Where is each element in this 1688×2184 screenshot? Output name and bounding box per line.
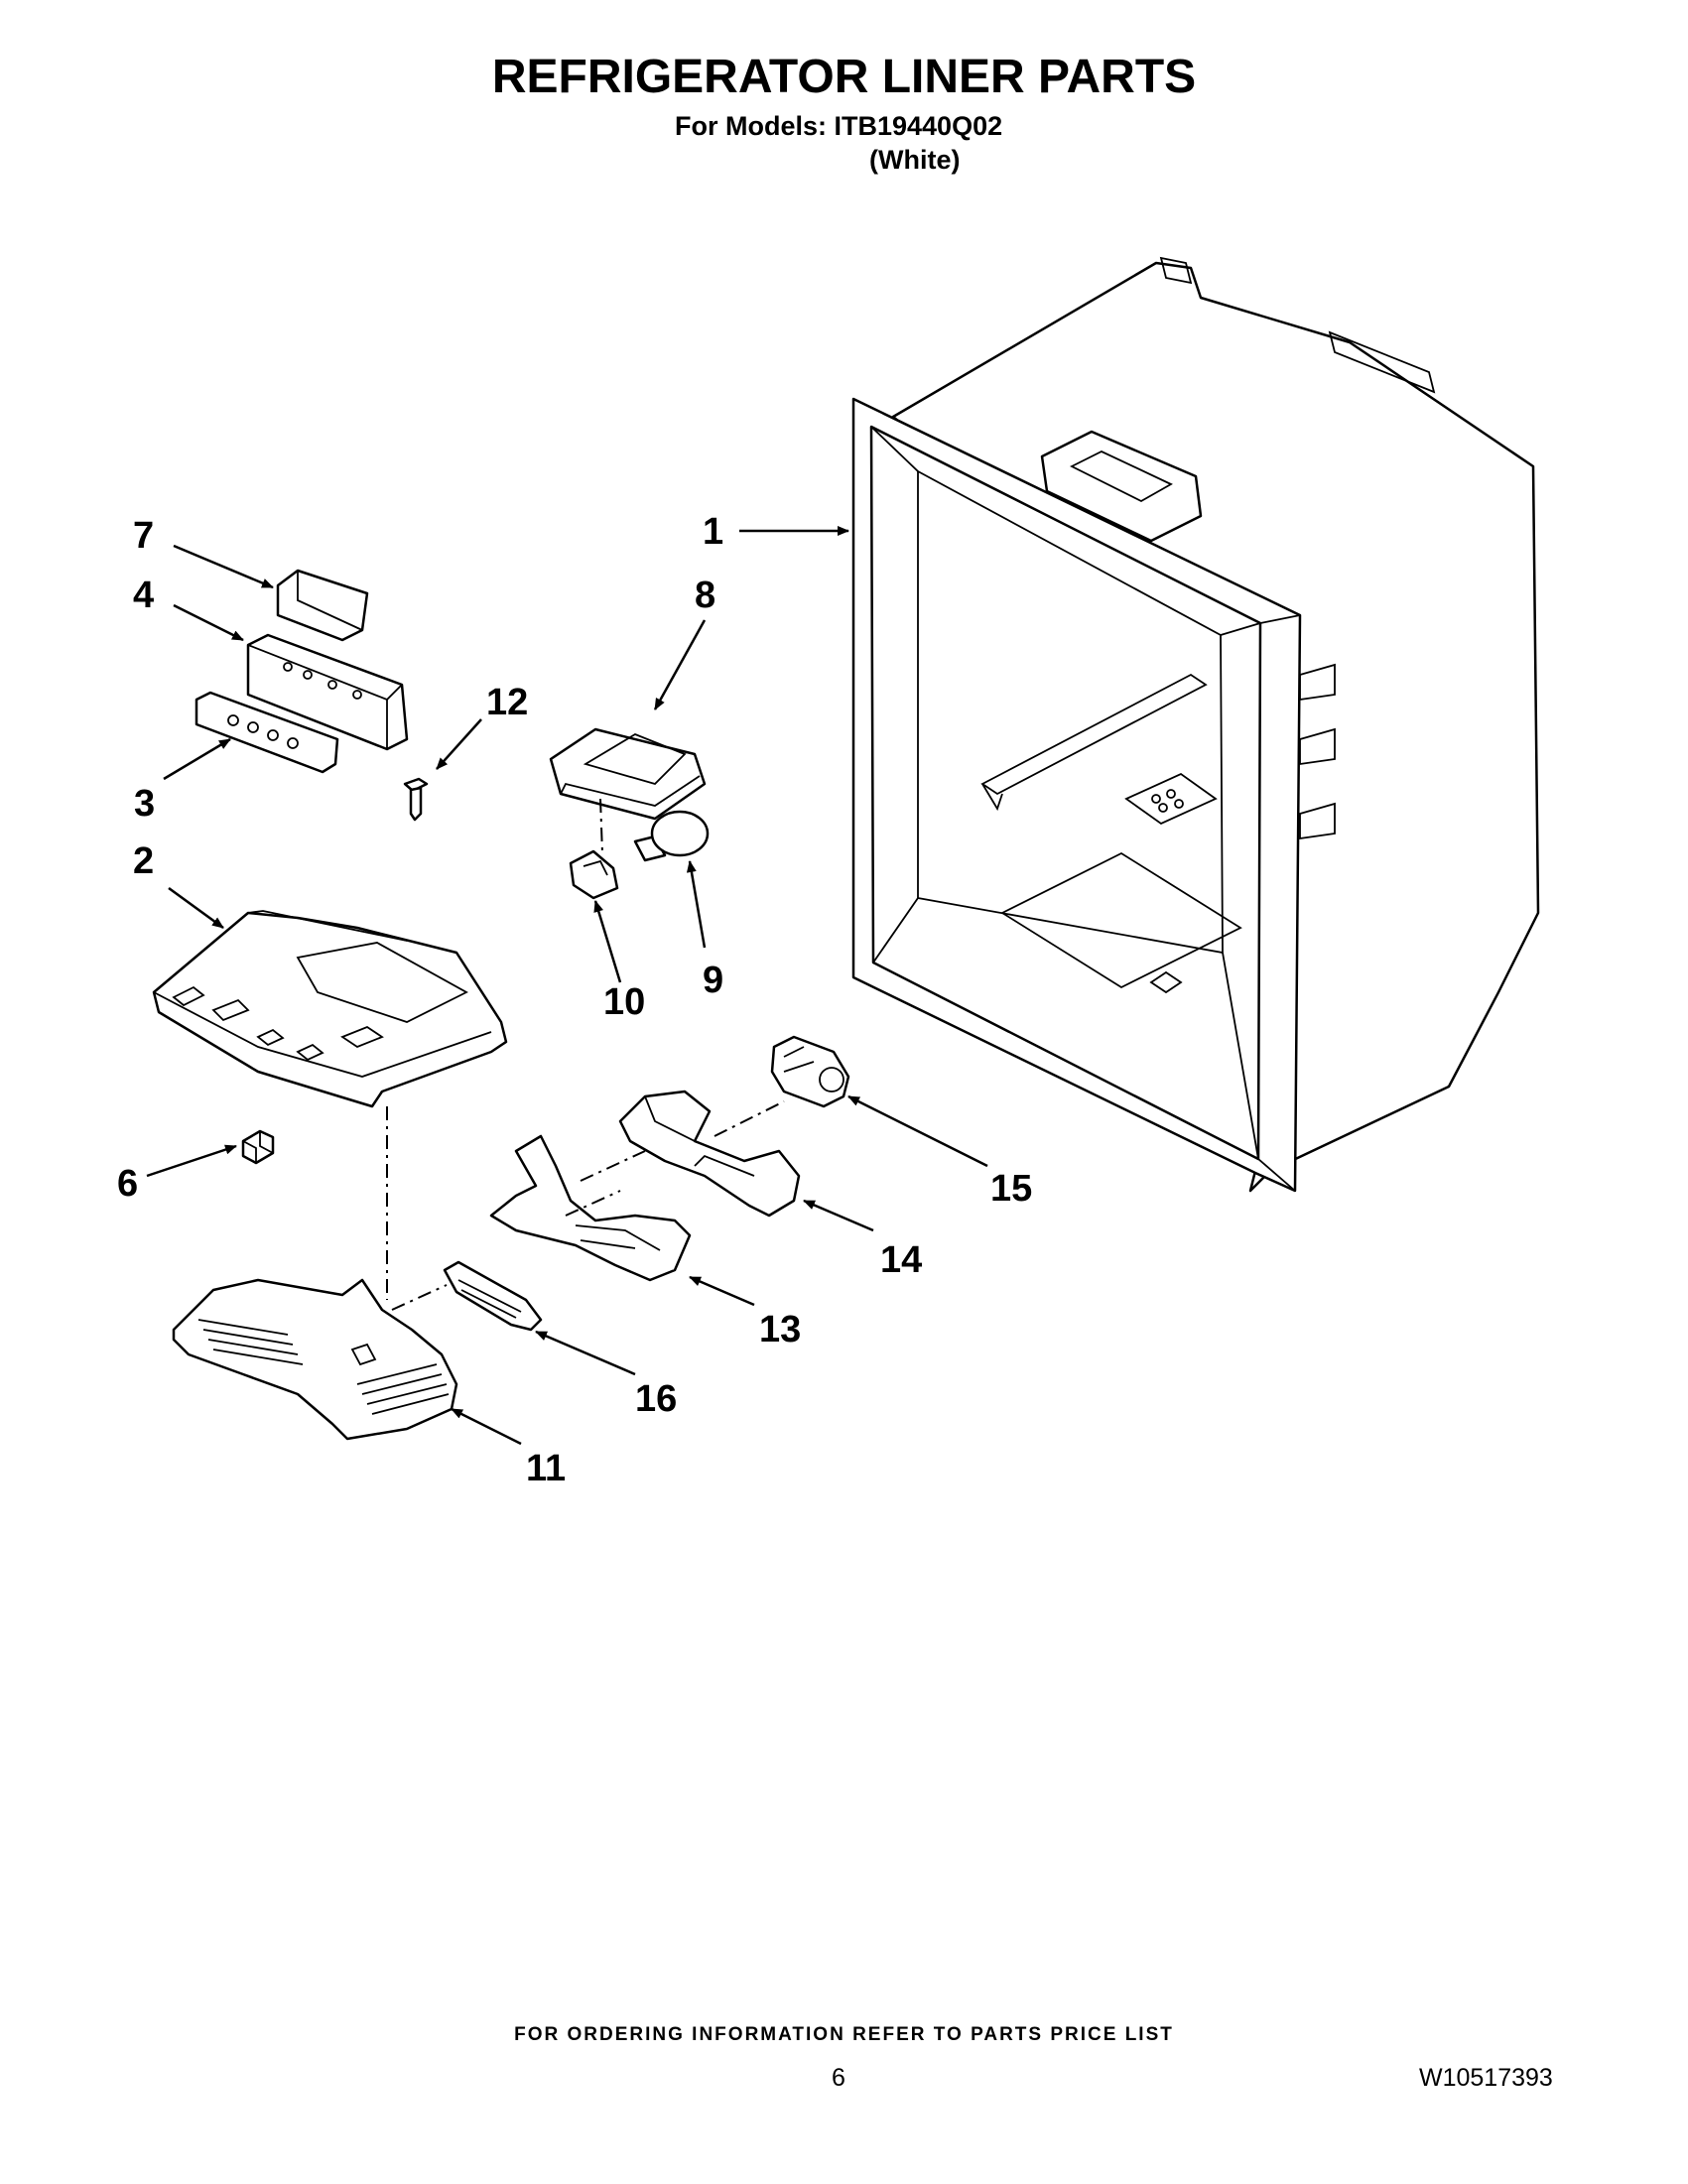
- callout-14: 14: [880, 1239, 922, 1281]
- page-title: REFRIGERATOR LINER PARTS: [491, 51, 1197, 103]
- callout-4: 4: [133, 575, 154, 616]
- callout-8: 8: [695, 575, 715, 616]
- callout-6: 6: [117, 1163, 138, 1205]
- callout-13: 13: [759, 1309, 801, 1350]
- screw-part-12: [403, 777, 429, 822]
- sensor-part-15: [770, 1035, 850, 1108]
- air-duct-part-13: [489, 1134, 692, 1282]
- diffuser-part-14: [618, 1090, 801, 1218]
- callout-3: 3: [134, 783, 155, 825]
- control-panel-part-3: [195, 691, 339, 774]
- callout-2: 2: [133, 840, 154, 882]
- control-cover-part-2: [152, 910, 508, 1108]
- light-bulb-part-9: [633, 810, 710, 862]
- page-number: 6: [832, 2064, 845, 2092]
- ordering-note: FOR ORDERING INFORMATION REFER TO PARTS …: [514, 2024, 1174, 2045]
- callout-12: 12: [486, 682, 528, 723]
- grille-part-11: [172, 1278, 458, 1441]
- model-number: For Models: ITB19440Q02: [675, 111, 1003, 141]
- bracket-part-7: [276, 569, 369, 642]
- model-color: (White): [869, 145, 961, 175]
- callout-1: 1: [703, 511, 723, 553]
- control-housing-part-4: [246, 633, 409, 751]
- callout-11: 11: [526, 1448, 566, 1489]
- document-number: W10517393: [1419, 2064, 1553, 2092]
- callout-9: 9: [703, 960, 723, 1001]
- grille-insert-part-16: [443, 1260, 543, 1332]
- callout-labels: 1 2 3 4 6 7 8 9 10 11 12 13 14 15 16: [117, 511, 1032, 1489]
- callout-16: 16: [635, 1378, 677, 1420]
- callout-7: 7: [133, 515, 154, 557]
- callout-15: 15: [990, 1168, 1032, 1210]
- light-socket-part-10: [569, 849, 619, 900]
- leader-lines: [146, 526, 988, 1446]
- light-housing-part-8: [549, 727, 707, 821]
- callout-10: 10: [603, 981, 645, 1023]
- switch-part-6: [241, 1129, 275, 1165]
- assembly-lines: [386, 798, 785, 1311]
- liner-part-1: [851, 256, 1540, 1193]
